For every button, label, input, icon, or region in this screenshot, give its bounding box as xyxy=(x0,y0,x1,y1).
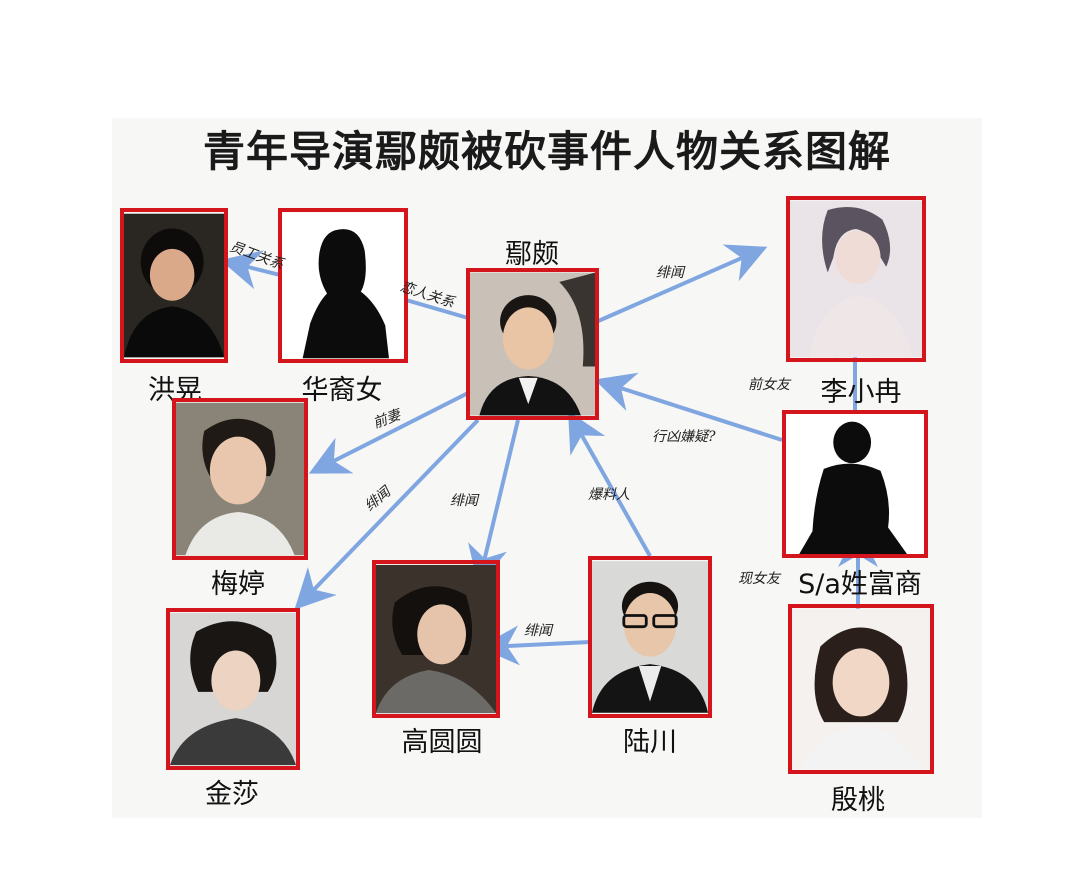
portrait-luchuan-icon xyxy=(592,561,708,713)
silhouette-woman-icon xyxy=(282,212,404,359)
photo-luchuan xyxy=(588,556,712,718)
name-sa-merchant: S/a姓富商 xyxy=(798,569,922,600)
name-lixiaoran: 李小冉 xyxy=(820,377,902,408)
portrait-hongye-icon xyxy=(124,213,224,358)
photo-gaoyuanyuan xyxy=(372,560,500,718)
portrait-meiting-icon xyxy=(176,402,304,556)
photo-jinsha xyxy=(166,608,300,770)
diagram-title: 青年导演鄢颇被砍事件人物关系图解 xyxy=(202,127,891,176)
arrow-sa-to-yanpo xyxy=(594,372,783,442)
label-ex-girlfriend: 前女友 xyxy=(748,377,790,393)
name-jinsha: 金莎 xyxy=(205,779,259,810)
label-rumor-luchuan-gao: 绯闻 xyxy=(524,623,552,639)
arrow-luchuan-to-yanpo xyxy=(568,411,652,557)
arrow-yanpo-to-gaoyuanyuan xyxy=(468,419,520,586)
photo-yanpo xyxy=(466,268,599,420)
name-meiting: 梅婷 xyxy=(211,569,265,600)
portrait-gaoyuanyuan-icon xyxy=(376,564,496,714)
portrait-jinsha-icon xyxy=(170,612,296,766)
label-rumor-lixiaoran: 绯闻 xyxy=(656,265,684,281)
arrow-yanpo-to-meiting xyxy=(308,390,471,474)
arrow-luchuan-to-gaoyuanyuan xyxy=(479,625,591,666)
arrow-yanpo-to-lixiaoran xyxy=(595,244,768,324)
name-yintao: 殷桃 xyxy=(831,785,885,816)
portrait-lixiaoran-icon xyxy=(790,200,922,358)
silhouette-man-icon xyxy=(786,414,924,554)
photo-sa-merchant xyxy=(782,410,928,558)
label-whistleblower: 爆料人 xyxy=(588,487,630,503)
photo-meiting xyxy=(172,398,308,560)
portrait-yintao-icon xyxy=(792,608,930,770)
name-luchuan: 陆川 xyxy=(623,727,677,758)
photo-huayi xyxy=(278,208,408,363)
photo-lixiaoran xyxy=(786,196,926,362)
photo-hongye xyxy=(120,208,228,363)
name-huayi: 华裔女 xyxy=(301,375,383,406)
arrow-yanpo-to-jinsha xyxy=(294,418,480,610)
label-current-girlfriend: 现女友 xyxy=(738,571,780,587)
label-rumor-gaoyuanyuan: 绯闻 xyxy=(450,493,478,509)
label-suspect: 行凶嫌疑? xyxy=(652,429,716,445)
portrait-yanpo-icon xyxy=(470,272,595,416)
photo-yintao xyxy=(788,604,934,774)
name-gaoyuanyuan: 高圆圆 xyxy=(401,727,483,758)
name-yanpo: 鄢颇 xyxy=(505,239,559,270)
